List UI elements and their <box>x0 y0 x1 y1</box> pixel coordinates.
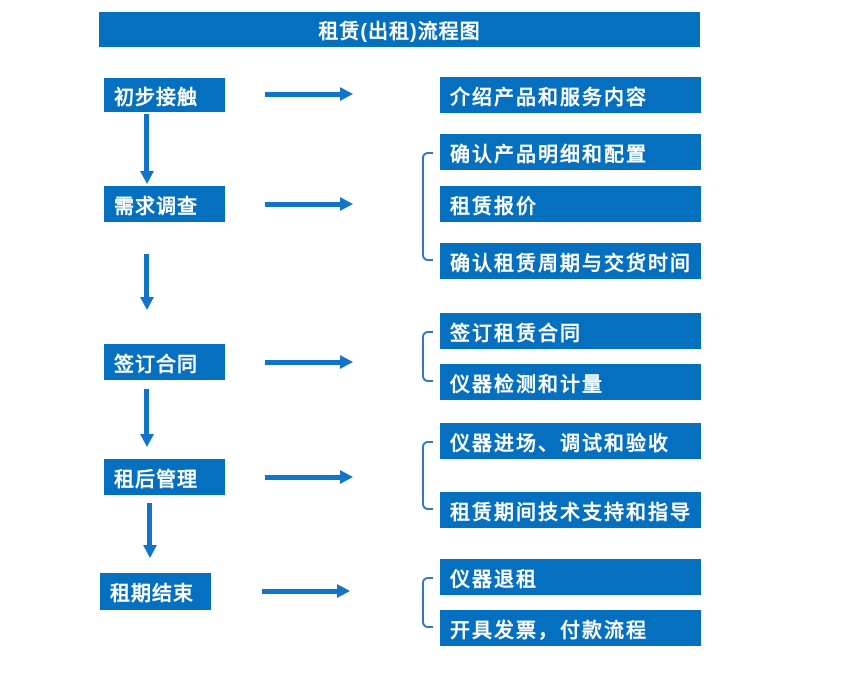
down-arrow-4 <box>143 503 157 558</box>
down-arrow-2 <box>140 254 154 310</box>
detail-box-rental-quote: 租赁报价 <box>440 186 701 222</box>
right-arrow-4-head <box>340 470 353 484</box>
detail-box-sign-rental-contract: 签订租赁合同 <box>440 313 701 349</box>
right-arrow-4-line <box>265 475 341 480</box>
step-box-sign-contract: 签订合同 <box>104 344 225 380</box>
right-arrow-5 <box>262 584 350 598</box>
down-arrow-3-line <box>144 389 149 435</box>
right-arrow-2-head <box>340 197 353 211</box>
detail-box-confirm-product-config: 确认产品明细和配置 <box>440 134 701 170</box>
right-arrow-3 <box>265 355 353 369</box>
bracket-demand-survey-group <box>422 152 433 261</box>
right-arrow-3-line <box>265 360 341 365</box>
detail-box-instrument-setup: 仪器进场、调试和验收 <box>440 423 701 459</box>
down-arrow-4-head <box>143 545 157 558</box>
bracket-rental-end-group <box>422 577 433 628</box>
detail-box-tech-support: 租赁期间技术支持和指导 <box>440 492 701 528</box>
down-arrow-2-head <box>140 297 154 310</box>
detail-box-confirm-period-delivery: 确认租赁周期与交货时间 <box>440 243 701 279</box>
step-box-post-rental-mgmt: 租后管理 <box>104 459 225 495</box>
bracket-post-rental-group <box>422 441 433 510</box>
down-arrow-1-head <box>140 171 154 184</box>
step-box-demand-survey: 需求调查 <box>104 186 225 222</box>
down-arrow-3 <box>140 389 154 447</box>
right-arrow-2 <box>265 197 353 211</box>
flowchart-title: 租赁(出租)流程图 <box>99 12 700 47</box>
detail-box-instrument-inspection: 仪器检测和计量 <box>440 364 701 400</box>
right-arrow-2-line <box>265 202 341 207</box>
down-arrow-4-line <box>147 503 152 546</box>
right-arrow-4 <box>265 470 353 484</box>
detail-box-invoice-payment: 开具发票，付款流程 <box>440 610 701 646</box>
step-box-initial-contact: 初步接触 <box>104 78 225 112</box>
detail-box-instrument-return: 仪器退租 <box>440 559 701 595</box>
down-arrow-1-line <box>144 114 149 172</box>
right-arrow-5-line <box>262 589 338 594</box>
detail-box-introduce-products: 介绍产品和服务内容 <box>440 77 701 113</box>
down-arrow-1 <box>140 114 154 184</box>
right-arrow-1 <box>265 87 353 101</box>
right-arrow-3-head <box>340 355 353 369</box>
right-arrow-5-head <box>337 584 350 598</box>
right-arrow-1-line <box>265 92 341 97</box>
bracket-sign-contract-group <box>422 331 433 382</box>
step-box-rental-end: 租期结束 <box>100 573 211 610</box>
down-arrow-2-line <box>144 254 149 298</box>
down-arrow-3-head <box>140 434 154 447</box>
right-arrow-1-head <box>340 87 353 101</box>
